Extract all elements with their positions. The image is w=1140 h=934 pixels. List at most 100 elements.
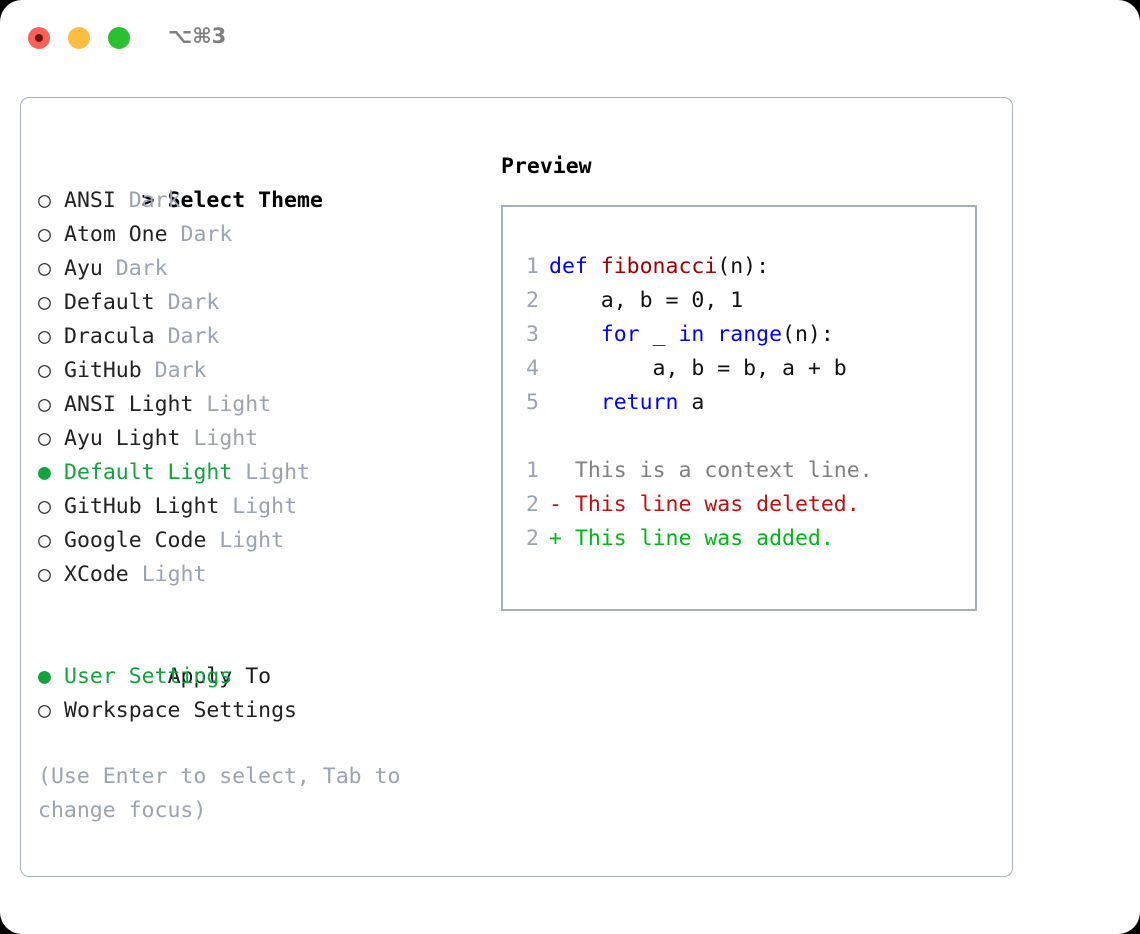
apply-to-title-label: Apply To (167, 664, 272, 689)
code-token-pl: a, b = b, a + b (549, 356, 847, 381)
apply-to-options-list: ●User Settings○Workspace Settings (38, 660, 478, 728)
maximize-window-button[interactable] (108, 27, 130, 49)
theme-option-github-light[interactable]: ○ GitHub Light Light (38, 490, 478, 524)
close-window-button[interactable] (28, 27, 50, 49)
code-token-kw: return (600, 390, 679, 415)
theme-option-dracula[interactable]: ○ Dracula Dark (38, 320, 478, 354)
radio-unselected-icon: ○ (38, 562, 51, 587)
theme-option-ayu-light[interactable]: ○ Ayu Light Light (38, 422, 478, 456)
diff-line-number: 1 (526, 458, 539, 483)
keyboard-shortcut-label: ⌥⌘3 (168, 24, 227, 48)
theme-option-variant-badge: Light (141, 562, 207, 587)
theme-option-ansi-light[interactable]: ○ ANSI Light Light (38, 388, 478, 422)
code-line-number: 3 (526, 322, 539, 347)
theme-option-label: Default Light (64, 460, 233, 485)
theme-option-variant-badge: Dark (128, 188, 181, 213)
radio-unselected-icon: ○ (38, 426, 51, 451)
diff-line-add: 2 + This line was added. (517, 522, 967, 556)
theme-option-variant-badge: Dark (115, 256, 168, 281)
radio-unselected-icon: ○ (38, 222, 51, 247)
diff-line-number: 2 (526, 492, 539, 517)
diff-line-text: This line was added. (574, 526, 834, 551)
theme-option-ayu[interactable]: ○ Ayu Dark (38, 252, 478, 286)
radio-selected-icon: ● (38, 664, 51, 689)
theme-option-variant-badge: Light (232, 494, 298, 519)
code-token-pl: (n): (782, 322, 834, 347)
theme-option-variant-badge: Dark (167, 324, 220, 349)
theme-option-github[interactable]: ○ GitHub Dark (38, 354, 478, 388)
theme-list-header-label: Select Theme (167, 188, 323, 213)
theme-option-default-light[interactable]: ●Default Light Light (38, 456, 478, 490)
theme-option-label: Default (64, 290, 155, 315)
radio-unselected-icon: ○ (38, 188, 51, 213)
theme-option-default[interactable]: ○ Default Dark (38, 286, 478, 320)
code-line: 4 a, b = b, a + b (517, 352, 967, 386)
theme-option-variant-badge: Light (193, 426, 259, 451)
theme-option-label: Google Code (64, 528, 207, 553)
minimize-window-button[interactable] (68, 27, 90, 49)
theme-option-variant-badge: Dark (180, 222, 233, 247)
code-token-kw: def (549, 254, 601, 279)
diff-line-del: 2- This line was deleted. (517, 488, 967, 522)
theme-option-label: Atom One (64, 222, 168, 247)
code-line: 5 return a (517, 386, 967, 420)
diff-line-number: 2 (526, 526, 539, 551)
theme-option-label: Dracula (64, 324, 155, 349)
radio-unselected-icon: ○ (38, 256, 51, 281)
theme-option-label: XCode (64, 562, 129, 587)
radio-unselected-icon: ○ (38, 358, 51, 383)
radio-unselected-icon: ○ (38, 392, 51, 417)
title-bar: ⌥⌘3 (0, 0, 1140, 76)
code-line-number: 2 (526, 288, 539, 313)
radio-unselected-icon: ○ (38, 324, 51, 349)
theme-option-variant-badge: Dark (154, 358, 207, 383)
theme-option-xcode[interactable]: ○ XCode Light (38, 558, 478, 592)
radio-unselected-icon: ○ (38, 290, 51, 315)
theme-option-label: ANSI Light (64, 392, 194, 417)
theme-option-label: GitHub Light (64, 494, 220, 519)
theme-option-atom-one[interactable]: ○ Atom One Dark (38, 218, 478, 252)
code-token-pl: a (678, 390, 705, 415)
theme-option-label: Ayu Light (64, 426, 181, 451)
diff-sign-add: + (549, 526, 562, 551)
theme-option-label: ANSI (64, 188, 116, 213)
code-token-pl: a, b = 0, 1 (549, 288, 744, 313)
apply-to-title: Apply To (38, 626, 478, 689)
code-diff-spacer (517, 420, 967, 454)
radio-selected-icon: ● (38, 460, 51, 485)
code-token-fn: fibonacci (600, 254, 718, 279)
theme-option-variant-badge: Dark (167, 290, 220, 315)
prompt-caret-icon: > (141, 188, 155, 213)
code-token-kw: in range (678, 322, 783, 347)
diff-sign-ctx (549, 458, 562, 483)
code-line: 3 for _ in range(n): (517, 318, 967, 352)
theme-option-label: Ayu (64, 256, 103, 281)
diff-sample: 1 This is a context line.2- This line wa… (517, 454, 967, 556)
code-token-pl (549, 322, 601, 347)
radio-unselected-icon: ○ (38, 494, 51, 519)
radio-unselected-icon: ○ (38, 528, 51, 553)
apply-to-option-user-settings[interactable]: ●User Settings (38, 660, 478, 694)
diff-line-text: This is a context line. (574, 458, 873, 483)
theme-option-variant-badge: Light (206, 392, 272, 417)
apply-to-option-workspace-settings[interactable]: ○Workspace Settings (38, 694, 478, 728)
code-token-pl: _ (639, 322, 679, 347)
theme-options-list: ○ ANSI Dark ○ Atom One Dark ○ Ayu Dark ○ Defaul… (38, 184, 478, 592)
code-token-pl (549, 390, 601, 415)
preview-title: Preview (501, 154, 592, 179)
code-line-number: 5 (526, 390, 539, 415)
code-line: 2 a, b = 0, 1 (517, 284, 967, 318)
apply-to-option-label: Workspace Settings (64, 698, 297, 723)
theme-option-google-code[interactable]: ○Google Code Light (38, 524, 478, 558)
diff-line-ctx: 1 This is a context line. (517, 454, 967, 488)
theme-list-column: > Select Theme ○ ANSI Dark ○ Atom One Dark ○ A… (38, 150, 478, 828)
code-token-kw: for (600, 322, 640, 347)
theme-option-label: GitHub (64, 358, 142, 383)
theme-option-ansi[interactable]: ○ ANSI Dark (38, 184, 478, 218)
